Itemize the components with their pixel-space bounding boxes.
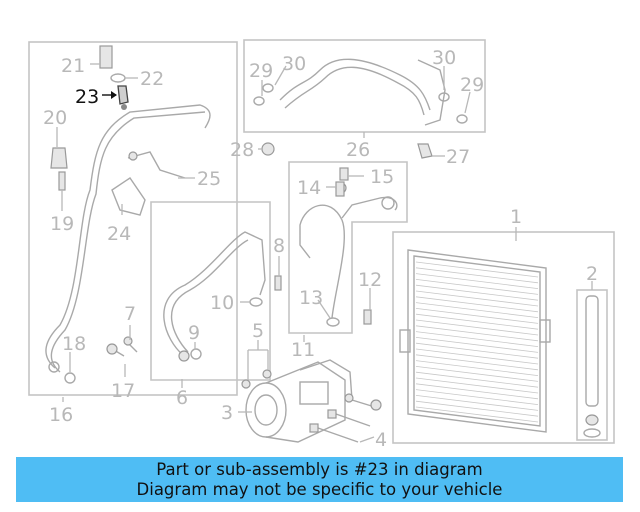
- part-30-right: [438, 92, 450, 102]
- part-8: [274, 275, 282, 291]
- condenser-fin-line: [415, 331, 539, 347]
- part-21: [99, 45, 113, 69]
- part-27: [417, 143, 433, 159]
- condenser-fin-line: [415, 261, 539, 278]
- callout-10: 10: [210, 292, 234, 314]
- bolt-part-17: [106, 343, 125, 357]
- part-19: [58, 171, 66, 191]
- group-box-6: [150, 201, 271, 381]
- line-part-16: [45, 104, 211, 373]
- drier-part: [576, 289, 608, 441]
- callout-23: 23: [75, 86, 99, 108]
- info-banner: Part or sub-assembly is #23 in diagram D…: [16, 457, 623, 502]
- condenser-fin-line: [415, 348, 539, 365]
- callout-13: 13: [299, 287, 323, 309]
- group-box-11: [288, 161, 408, 334]
- part-24: [111, 177, 146, 216]
- callout-12: 12: [358, 269, 382, 291]
- part-15: [339, 167, 349, 181]
- parts-diagram: 1 2 3 4 5 6 7 8 9 10 11 12 13 14 15 16 1…: [28, 39, 615, 451]
- condenser-fin-line: [415, 354, 539, 371]
- part-10: [249, 297, 263, 307]
- callout-16: 16: [49, 404, 73, 426]
- condenser-fin-line: [415, 290, 539, 307]
- part-30-left: [262, 83, 274, 93]
- bolts-part-4: [309, 393, 382, 443]
- group-box-16: [28, 41, 238, 396]
- callout-4: 4: [375, 429, 387, 451]
- condenser-fin-line: [415, 284, 539, 301]
- callout-25: 25: [197, 168, 221, 190]
- condenser-fin-line: [415, 296, 539, 313]
- condenser-fin-line: [415, 406, 539, 423]
- callout-15: 15: [370, 166, 394, 188]
- callout-1: 1: [510, 206, 522, 228]
- banner-line-2: Diagram may not be specific to your vehi…: [136, 480, 503, 499]
- callout-24: 24: [107, 223, 131, 245]
- part-29-left: [253, 96, 265, 106]
- callout-30-right: 30: [432, 47, 456, 69]
- callout-7: 7: [124, 303, 136, 325]
- callout-3: 3: [221, 402, 233, 424]
- part-29-right: [456, 114, 468, 124]
- part-22: [110, 73, 126, 83]
- hose-part-6: [163, 231, 266, 362]
- condenser-fin-line: [415, 308, 539, 324]
- condenser-fin-line: [415, 313, 539, 330]
- condenser-fin-line: [415, 360, 539, 376]
- callout-29-left: 29: [249, 60, 273, 82]
- condenser-fin-line: [415, 389, 539, 405]
- hose-part-26: [279, 58, 446, 126]
- part-12: [363, 309, 372, 325]
- callout-27: 27: [446, 146, 470, 168]
- condenser-fin-line: [415, 371, 539, 388]
- leader-lines: [56, 63, 593, 443]
- callout-22: 22: [140, 68, 164, 90]
- condenser-fin-line: [415, 366, 539, 382]
- condenser-fin-line: [415, 319, 539, 336]
- condenser-fin-line: [415, 279, 539, 295]
- part-28: [261, 142, 275, 156]
- banner-line-1: Part or sub-assembly is #23 in diagram: [156, 460, 483, 479]
- callout-17: 17: [111, 380, 135, 402]
- condenser-fin-line: [415, 342, 539, 359]
- condenser-fin-line: [415, 325, 539, 342]
- compressor-part: [245, 359, 353, 443]
- condenser-part: [399, 249, 551, 433]
- part-9: [190, 348, 202, 360]
- condenser-fin-line: [415, 395, 539, 411]
- callout-20: 20: [43, 107, 67, 129]
- condenser-fin-line: [415, 400, 539, 417]
- condenser-fin-line: [415, 267, 539, 284]
- callout-8: 8: [273, 235, 285, 257]
- callout-26: 26: [346, 139, 370, 161]
- part-18: [64, 372, 76, 384]
- callout-28: 28: [230, 139, 254, 161]
- callout-14: 14: [297, 177, 321, 199]
- callouts: 1 2 3 4 5 6 7 8 9 10 11 12 13 14 15 16 1…: [43, 47, 598, 451]
- callout-11: 11: [291, 339, 315, 361]
- item-5-parts: [241, 369, 272, 389]
- condenser-fin-line: [415, 377, 539, 394]
- part-23-highlighted: [117, 85, 129, 110]
- group-box-1: [392, 231, 615, 444]
- part-13: [326, 317, 340, 327]
- leader-arrow-23: [111, 91, 117, 99]
- callout-18: 18: [62, 333, 86, 355]
- callout-6: 6: [176, 387, 188, 409]
- condenser-fin-line: [415, 273, 539, 289]
- condenser-fin-line: [415, 302, 539, 318]
- callout-19: 19: [50, 213, 74, 235]
- callout-9: 9: [188, 322, 200, 344]
- callout-2: 2: [586, 263, 598, 285]
- part-25: [127, 151, 186, 179]
- callout-30-left: 30: [282, 53, 306, 75]
- callout-21: 21: [61, 55, 85, 77]
- callout-29-right: 29: [460, 74, 484, 96]
- condenser-fin-line: [415, 383, 539, 400]
- part-20: [50, 147, 68, 169]
- callout-5: 5: [252, 320, 264, 342]
- part-14: [335, 181, 345, 197]
- condenser-fin-line: [415, 337, 539, 353]
